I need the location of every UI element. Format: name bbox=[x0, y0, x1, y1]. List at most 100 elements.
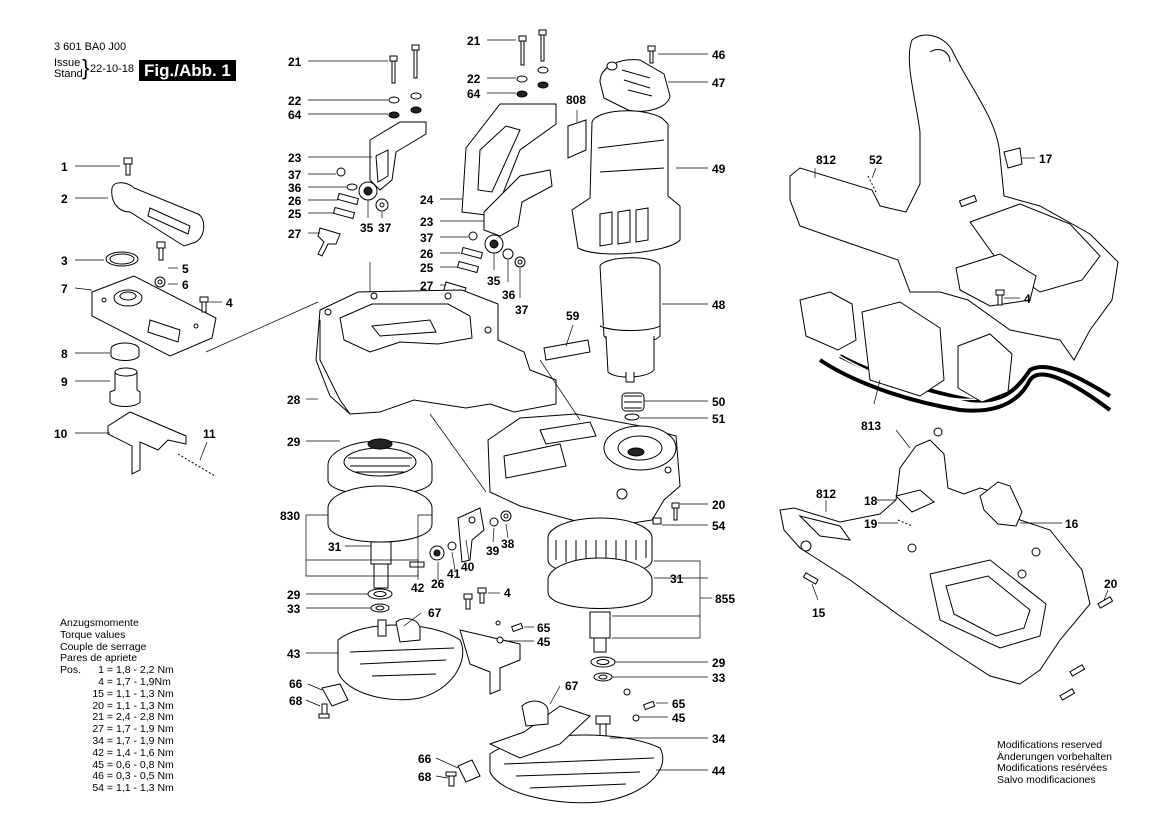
label-25b: 25 bbox=[420, 261, 434, 275]
label-21a: 21 bbox=[288, 55, 302, 69]
label-37c: 37 bbox=[420, 231, 434, 245]
torque-value: 0,3 - 0,5 Nm bbox=[116, 770, 174, 783]
label-35a: 35 bbox=[360, 221, 374, 235]
label-37a: 37 bbox=[288, 168, 302, 182]
part-screw-68-right bbox=[445, 771, 457, 787]
label-25a: 25 bbox=[288, 207, 302, 221]
part-pinion-50 bbox=[621, 392, 645, 412]
part-washers-22-64-b bbox=[516, 66, 549, 98]
part-button-17 bbox=[1003, 147, 1023, 169]
label-45a: 45 bbox=[537, 635, 551, 649]
torque-row: 27=1,7 - 1,9 Nm bbox=[60, 723, 173, 736]
label-28: 28 bbox=[287, 393, 301, 407]
part-plate-10 bbox=[107, 411, 187, 475]
torque-pos: 21 bbox=[92, 711, 104, 724]
part-bearing-29-33-left bbox=[367, 588, 393, 613]
label-16: 16 bbox=[1065, 517, 1079, 531]
part-screw-5 bbox=[156, 241, 166, 261]
part-shaft-31-left bbox=[370, 541, 392, 589]
part-frame-28 bbox=[315, 289, 557, 415]
issue-brace: } bbox=[82, 55, 90, 80]
part-washers-38-39 bbox=[489, 510, 512, 527]
part-screw-4-right bbox=[995, 289, 1005, 306]
part-labels: 1 2 3 7 8 9 10 5 6 4 11 21 22 64 23 37 3… bbox=[54, 34, 1118, 784]
torque-pos: 1 bbox=[98, 664, 104, 677]
connector-lines bbox=[205, 262, 911, 493]
label-22a: 22 bbox=[288, 94, 302, 108]
label-4a: 4 bbox=[226, 296, 233, 310]
label-29a: 29 bbox=[287, 435, 301, 449]
mods-es: Salvo modificaciones bbox=[997, 773, 1096, 786]
label-29b: 29 bbox=[287, 588, 301, 602]
label-66b: 66 bbox=[418, 752, 432, 766]
label-22b: 22 bbox=[467, 72, 481, 86]
part-wheel-830 bbox=[327, 438, 433, 543]
part-bearing-29-33-right bbox=[590, 656, 616, 682]
stand-label: Stand bbox=[54, 68, 83, 80]
torque-pos: 45 bbox=[92, 758, 104, 771]
part-screw-4-left bbox=[199, 296, 209, 313]
pos-label: Pos. bbox=[60, 664, 82, 677]
label-855: 855 bbox=[715, 592, 735, 606]
issue-date: 22-10-18 bbox=[90, 63, 135, 75]
part-strip-59 bbox=[543, 339, 591, 361]
label-27a: 27 bbox=[288, 227, 302, 241]
label-37b: 37 bbox=[378, 221, 392, 235]
label-27b: 27 bbox=[420, 279, 434, 293]
doc-number: 3 601 BA0 J00 bbox=[54, 41, 127, 53]
part-washer-51 bbox=[624, 413, 640, 421]
torque-value: 1,8 - 2,2 Nm bbox=[116, 664, 174, 677]
part-washers-22-64-a bbox=[388, 92, 422, 119]
label-24: 24 bbox=[420, 193, 434, 207]
label-26a: 26 bbox=[288, 194, 302, 208]
label-36a: 36 bbox=[288, 181, 302, 195]
torque-title-de: Anzugsmomente bbox=[60, 617, 139, 629]
modifications-notice: Modifications reserved Änderungen vorbeh… bbox=[997, 739, 1112, 786]
label-41: 41 bbox=[447, 567, 461, 581]
torque-title-en: Torque values bbox=[60, 628, 126, 641]
label-37d: 37 bbox=[515, 303, 529, 317]
torque-row: 45=0,6 - 0,8 Nm bbox=[60, 758, 173, 772]
torque-value: 1,1 - 1,3 Nm bbox=[116, 687, 174, 700]
torque-title-es: Pares de apriete bbox=[60, 652, 138, 665]
label-11: 11 bbox=[203, 427, 216, 441]
part-ring-8 bbox=[110, 342, 140, 361]
label-6: 6 bbox=[182, 278, 189, 292]
part-screws-21-b bbox=[518, 29, 547, 66]
label-42: 42 bbox=[411, 581, 425, 595]
label-20b: 20 bbox=[1104, 577, 1118, 591]
label-830: 830 bbox=[280, 509, 300, 523]
label-40: 40 bbox=[461, 560, 475, 574]
label-68a: 68 bbox=[289, 694, 303, 708]
label-43: 43 bbox=[287, 647, 301, 661]
torque-row: Pos.1=1,8 - 2,2 Nm bbox=[60, 664, 174, 677]
label-20a: 20 bbox=[712, 498, 726, 512]
label-26b: 26 bbox=[420, 247, 434, 261]
part-screw-65-right bbox=[623, 688, 656, 722]
label-67b: 67 bbox=[565, 679, 579, 693]
label-49: 49 bbox=[712, 162, 726, 176]
label-7: 7 bbox=[61, 282, 68, 296]
label-46: 46 bbox=[712, 48, 726, 62]
part-screw-46 bbox=[647, 45, 656, 64]
part-housing-7 bbox=[91, 275, 217, 357]
part-housing-812-bottom bbox=[779, 439, 1091, 685]
torque-title-fr: Couple de serrage bbox=[60, 640, 147, 653]
torque-value: 1,7 - 1,9 Nm bbox=[116, 734, 174, 747]
torque-pos: 15 bbox=[92, 687, 104, 700]
label-36b: 36 bbox=[502, 288, 516, 302]
part-part-16 bbox=[979, 481, 1023, 527]
torque-values-table: Anzugsmomente Torque values Couple de se… bbox=[60, 617, 174, 795]
part-gear-housing bbox=[487, 413, 681, 529]
part-screw-1 bbox=[123, 157, 133, 176]
part-screws-20-15-right bbox=[802, 572, 1114, 701]
label-68b: 68 bbox=[418, 770, 432, 784]
part-housing-812-top bbox=[789, 34, 1119, 361]
issue-label: Issue bbox=[54, 57, 81, 69]
label-10: 10 bbox=[54, 427, 68, 441]
part-screws-41-42 bbox=[409, 541, 487, 610]
torque-row: 46=0,3 - 0,5 Nm bbox=[60, 770, 174, 783]
label-33a: 33 bbox=[287, 602, 301, 616]
torque-value: 1,4 - 1,6 Nm bbox=[116, 746, 174, 759]
